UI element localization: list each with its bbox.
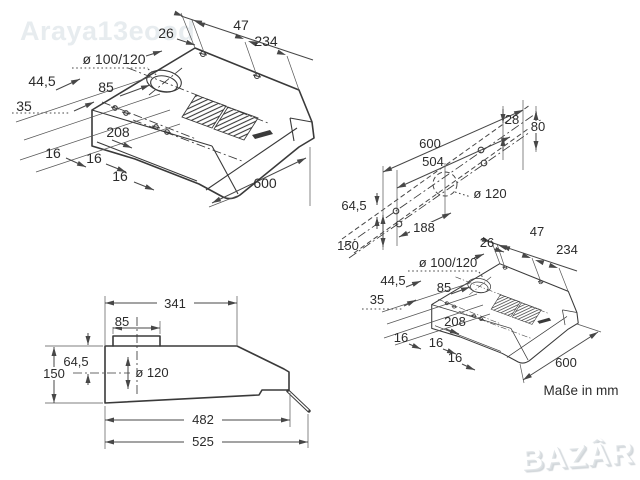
watermark-text: Araya13eood (20, 16, 196, 46)
perspective-view-small: 26 47 234 ø 100/120 44,5 85 35 208 16 16… (362, 224, 619, 398)
mounting-hole-diagram: 600 504 28 80 ø 120 64,5 188 150 (337, 100, 547, 259)
dim-label-525: 525 (192, 434, 214, 449)
dim-label-341: 341 (164, 296, 186, 311)
dimension-lines (45, 296, 309, 449)
dim-label-600: 600 (253, 175, 277, 191)
dim-label-64-5: 64,5 (63, 354, 88, 369)
dim-label-188: 188 (413, 220, 435, 235)
dim-label-64-5: 64,5 (341, 198, 366, 213)
dim-label-vent: ø 100/120 (419, 255, 478, 270)
dim-label-vent: ø 120 (473, 186, 506, 201)
dim-label-44-5: 44,5 (28, 73, 55, 89)
perspective-view-large: 26 47 234 ø 100/120 44,5 85 35 208 16 16… (12, 10, 315, 208)
dim-label-600: 600 (419, 136, 441, 151)
dim-label-16a: 16 (45, 145, 61, 161)
dim-label-35: 35 (16, 98, 32, 114)
dim-label-85: 85 (437, 280, 451, 295)
dim-label-16c: 16 (112, 168, 128, 184)
dim-label-26: 26 (158, 25, 174, 41)
units-note: Maße in mm (543, 383, 618, 398)
dim-label-234: 234 (556, 242, 578, 257)
dim-label-16b: 16 (429, 335, 443, 350)
dim-label-208: 208 (106, 124, 130, 140)
dim-label-16a: 16 (394, 330, 408, 345)
dim-label-16c: 16 (448, 350, 462, 365)
dim-label-44-5: 44,5 (380, 273, 405, 288)
side-view: 341 85 64,5 150 ø 120 482 525 (40, 296, 311, 449)
dim-label-234: 234 (254, 33, 278, 49)
dim-label-35: 35 (370, 292, 384, 307)
dim-label-80: 80 (531, 119, 545, 134)
dim-label-47: 47 (233, 17, 249, 33)
vent-hole-circle (432, 171, 458, 197)
dim-label-600: 600 (555, 355, 577, 370)
dim-label-16b: 16 (86, 150, 102, 166)
dim-label-150: 150 (43, 366, 65, 381)
dim-label-504: 504 (422, 154, 444, 169)
dim-label-26: 26 (480, 235, 494, 250)
dim-label-208: 208 (444, 314, 466, 329)
dim-label-28: 28 (505, 112, 519, 127)
dim-label-vent: ø 100/120 (82, 51, 145, 67)
dim-label-85: 85 (115, 314, 129, 329)
dim-label-482: 482 (192, 412, 214, 427)
dim-label-vent: ø 120 (135, 365, 168, 380)
dim-label-47: 47 (530, 224, 544, 239)
dimension-arrowheads (51, 300, 308, 445)
dim-label-150: 150 (337, 238, 359, 253)
dim-label-85: 85 (98, 79, 114, 95)
